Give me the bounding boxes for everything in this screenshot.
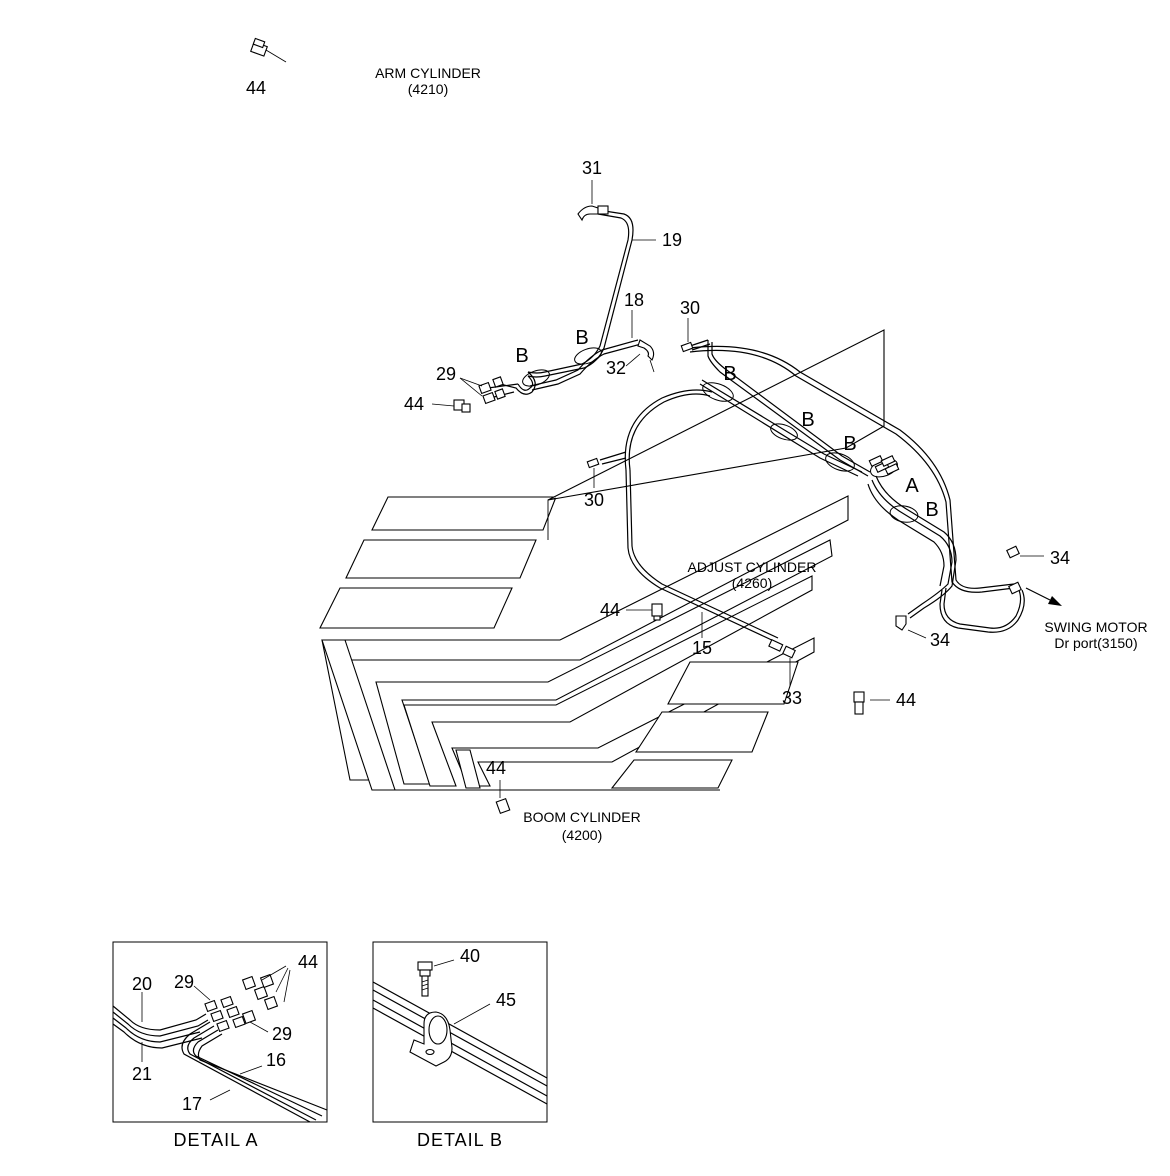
detail-a-part-21: 21 (132, 1064, 152, 1084)
detail-a-part-20: 20 (132, 974, 152, 994)
detail-a-part-29-bottom: 29 (272, 1024, 292, 1044)
part-34-lower: 34 (930, 630, 950, 650)
detail-a-fittings (204, 973, 279, 1033)
detail-b-part-45: 45 (496, 990, 516, 1010)
part-32: 32 (606, 358, 626, 378)
part-44-right: 44 (896, 690, 916, 710)
detail-b-clamp (409, 1011, 453, 1067)
boom-cylinder-label: BOOM CYLINDER (523, 809, 640, 825)
boom-cylinder-code: (4200) (562, 827, 602, 843)
detail-a-part-44: 44 (298, 952, 318, 972)
part-18: 18 (624, 290, 644, 310)
arm-cylinder-code: (4210) (408, 81, 448, 97)
detail-b-panel: 40 45 DETAIL B (372, 941, 548, 1150)
detail-marker-b2: B (515, 345, 528, 367)
arm-cylinder-label: ARM CYLINDER (375, 65, 481, 81)
part-33: 33 (782, 688, 802, 708)
part-34-upper: 34 (1050, 548, 1070, 568)
part-31: 31 (582, 158, 602, 178)
swing-motor-label: SWING MOTOR (1044, 619, 1147, 635)
part-44-left: 44 (404, 394, 424, 414)
main-labels: ARM CYLINDER (4210) ADJUST CYLINDER (426… (375, 65, 1147, 843)
detail-marker-b6: B (925, 499, 938, 521)
part-15: 15 (692, 638, 712, 658)
part-number-callouts: 44 31 19 18 30 29 44 32 30 44 15 33 44 3… (246, 78, 1070, 778)
detail-a-caption: DETAIL A (173, 1130, 258, 1150)
leader-lines (265, 49, 1044, 798)
part-30-mid: 30 (584, 490, 604, 510)
detail-a-part-16: 16 (266, 1050, 286, 1070)
detail-letter-markers: B B B B B B A (515, 327, 938, 521)
part-30-top: 30 (680, 298, 700, 318)
detail-a-panel: 20 29 44 29 21 16 17 DETAIL A (112, 941, 328, 1150)
detail-marker-b4: B (801, 409, 814, 431)
swing-motor-port: Dr port(3150) (1054, 635, 1137, 651)
detail-marker-b1: B (575, 327, 588, 349)
detail-b-part-40: 40 (460, 946, 480, 966)
detail-a-part-29-top: 29 (174, 972, 194, 992)
detail-marker-a: A (905, 475, 919, 497)
part-29: 29 (436, 364, 456, 384)
adjust-cylinder-label: ADJUST CYLINDER (688, 559, 817, 575)
part-44-top: 44 (246, 78, 266, 98)
clamp-markers (522, 347, 919, 523)
machine-outline (319, 329, 885, 791)
detail-marker-b3: B (723, 363, 736, 385)
detail-b-caption: DETAIL B (417, 1130, 503, 1150)
detail-a-part-17: 17 (182, 1094, 202, 1114)
detail-marker-b5: B (843, 433, 856, 455)
part-19: 19 (662, 230, 682, 250)
fitting-44-top (250, 37, 268, 57)
detail-b-bolt (417, 961, 433, 997)
adjust-cylinder-code: (4260) (732, 575, 772, 591)
part-44-bottom: 44 (486, 758, 506, 778)
fittings (250, 37, 1022, 815)
swing-motor-arrow (1025, 587, 1062, 606)
part-44-mid: 44 (600, 600, 620, 620)
